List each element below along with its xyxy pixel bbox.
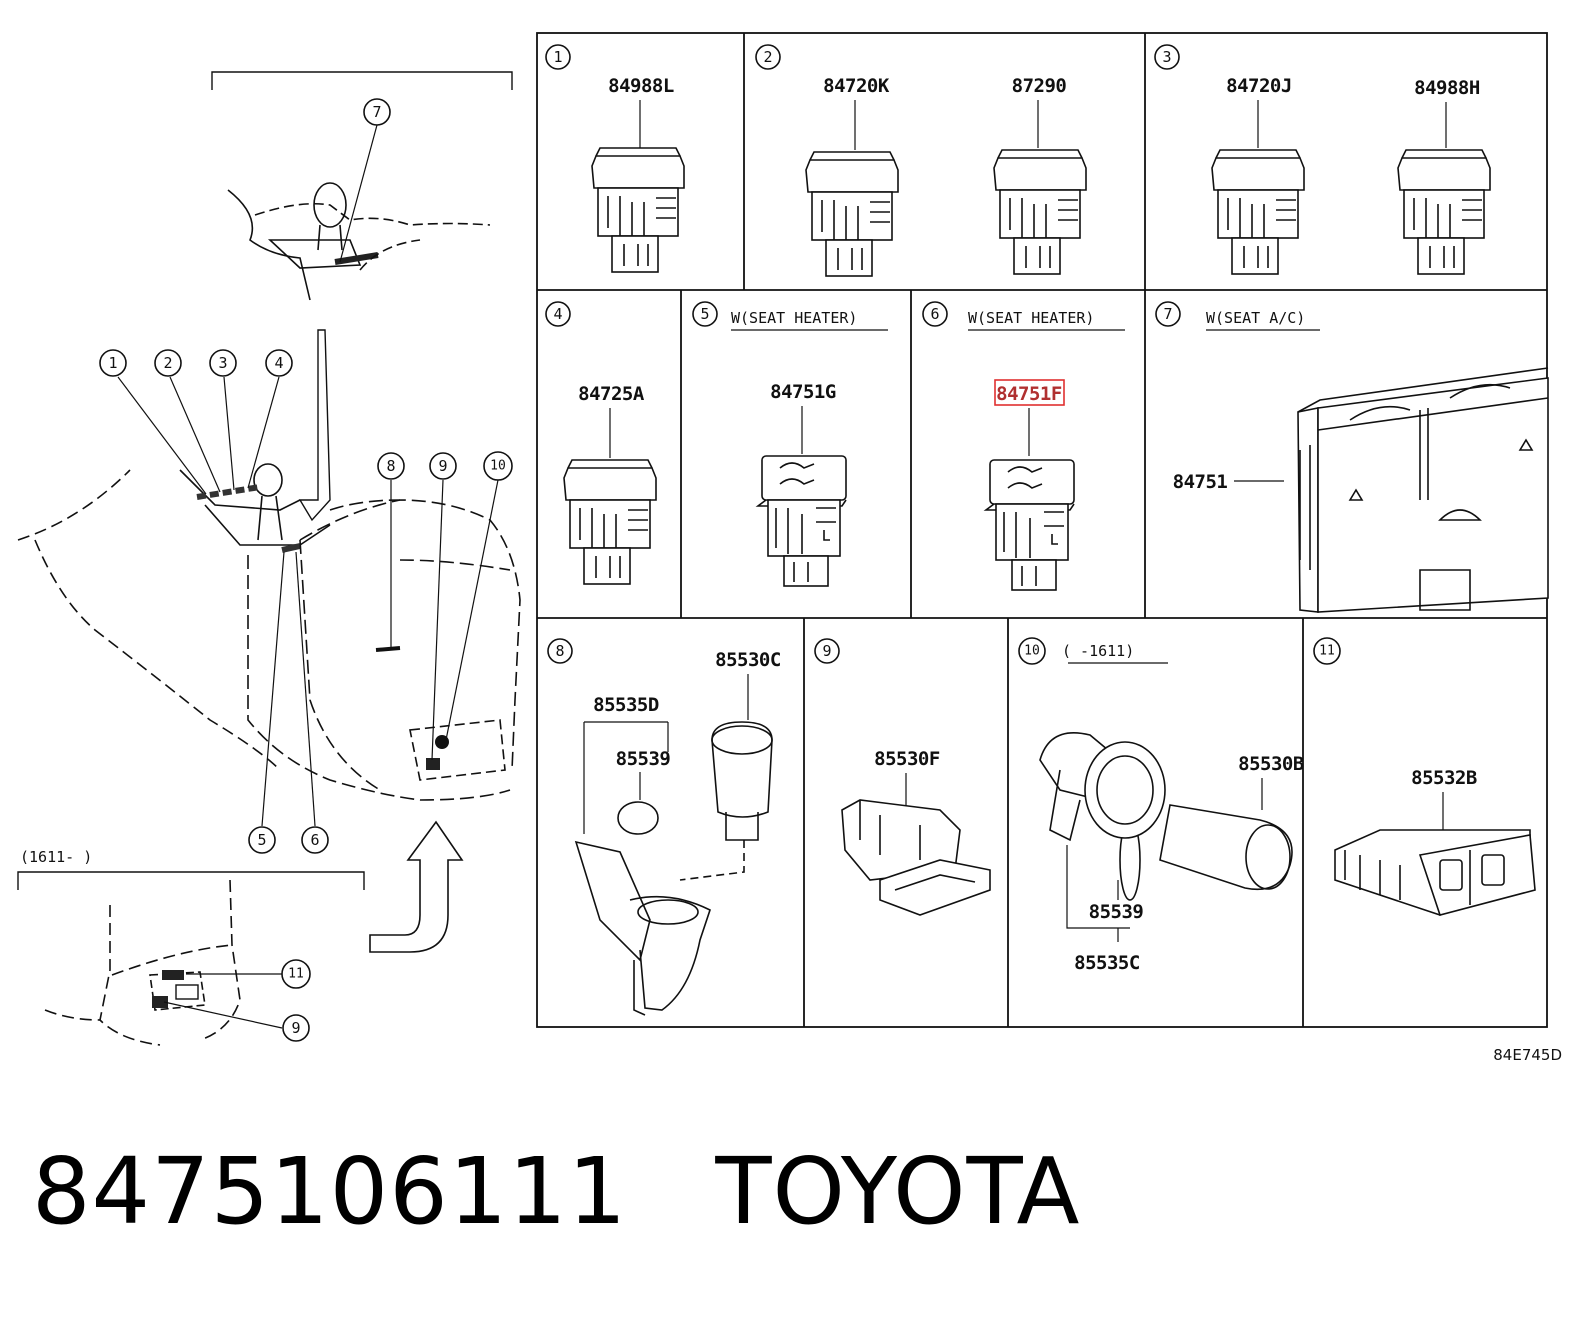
part-label: 85530F [874, 748, 940, 770]
socket-cover-illustration [841, 799, 991, 916]
panel-4: 4 84725A [545, 301, 657, 585]
part-caption: 8475106111 TOYOTA [32, 1138, 1081, 1245]
highlighted-part-label: 84751F [996, 383, 1062, 405]
panel-number: 1 [553, 48, 562, 66]
panel-note: W(SEAT HEATER) [968, 309, 1094, 327]
socket-illustration [574, 721, 773, 1016]
panel-10: 10 ( -1611) 85530B 85539 85535C [1018, 637, 1304, 974]
panel-number: 10 [1024, 644, 1040, 659]
svg-text:1: 1 [108, 354, 117, 372]
panel-6: 6 W(SEAT HEATER) 84751F [922, 301, 1125, 591]
overview-illustration: 7 1 2 3 4 8 9 10 5 6 11 9 (1611- ) [17, 71, 521, 1046]
part-label: 84751G [770, 381, 836, 403]
highlight-box [994, 379, 1065, 406]
overview-callout-4: 4 [265, 349, 293, 377]
part-label: 84720J [1226, 75, 1292, 97]
overview-callout-7: 7 [363, 98, 391, 126]
svg-text:3: 3 [218, 354, 227, 372]
overview-callout-2: 2 [154, 349, 182, 377]
part-label: 85535D [593, 694, 659, 716]
caption-part-number: 8475106111 [32, 1138, 628, 1245]
part-label: 85539 [1089, 901, 1144, 923]
caption-brand: TOYOTA [715, 1138, 1081, 1245]
panel-note: ( -1611) [1062, 642, 1134, 660]
svg-text:4: 4 [274, 354, 283, 372]
part-label: 87290 [1012, 75, 1067, 97]
panel-9: 9 85530F [814, 638, 991, 916]
svg-text:5: 5 [257, 831, 266, 849]
panel-number: 11 [1319, 644, 1335, 659]
panel-8: 8 85530C 85535D 85539 [547, 638, 781, 1016]
part-label: 85532B [1411, 767, 1477, 789]
part-label: 85530C [715, 649, 781, 671]
svg-text:9: 9 [291, 1019, 300, 1037]
svg-text:9: 9 [438, 457, 447, 475]
panel-11: 11 85532B [1313, 637, 1536, 916]
overview-callout-10: 10 [483, 451, 513, 481]
overview-callout-3: 3 [209, 349, 237, 377]
part-label: 84725A [578, 383, 645, 405]
part-label: 84720K [823, 75, 890, 97]
overview-callout-1: 1 [99, 349, 127, 377]
part-label: 84988H [1414, 77, 1480, 99]
diagram-ref: 84E745D [1493, 1046, 1562, 1064]
panel-note: W(SEAT A/C) [1206, 309, 1305, 327]
socket-ring-illustration [1039, 731, 1293, 890]
svg-text:8: 8 [386, 457, 395, 475]
ecu-unit-illustration [1297, 367, 1549, 613]
panel-number: 8 [555, 642, 564, 660]
part-label: 85535C [1074, 952, 1140, 974]
part-label: 84751 [1173, 471, 1228, 493]
usb-charger-illustration [1334, 829, 1536, 916]
panel-number: 6 [930, 305, 939, 323]
panel-number: 5 [700, 305, 709, 323]
overview-callout-6: 6 [301, 826, 329, 854]
part-label: 85530B [1238, 753, 1304, 775]
panel-number: 2 [763, 48, 772, 66]
overview-callout-5: 5 [248, 826, 276, 854]
overview-callout-9: 9 [429, 452, 457, 480]
overview-callout-11: 11 [281, 959, 311, 989]
panel-note: W(SEAT HEATER) [731, 309, 857, 327]
panel-1: 1 84988L [545, 44, 685, 273]
svg-text:7: 7 [372, 103, 381, 121]
overview-callout-8: 8 [377, 452, 405, 480]
panel-number: 4 [553, 305, 562, 323]
panel-number: 9 [822, 642, 831, 660]
panel-number: 7 [1163, 305, 1172, 323]
panel-number: 3 [1162, 48, 1171, 66]
panel-7: 7 W(SEAT A/C) 84751 [1155, 301, 1549, 613]
panel-5: 5 W(SEAT HEATER) 84751G [692, 301, 888, 587]
svg-text:10: 10 [490, 459, 506, 474]
part-label: 85539 [616, 748, 671, 770]
panel-2: 2 84720K 87290 [755, 44, 1087, 277]
inset-label: (1611- ) [20, 848, 92, 866]
svg-text:2: 2 [163, 354, 172, 372]
overview-callout-9b: 9 [282, 1014, 310, 1042]
panel-3: 3 84720J 84988H [1154, 44, 1491, 275]
svg-text:6: 6 [310, 831, 319, 849]
part-label: 84988L [608, 75, 674, 97]
svg-text:11: 11 [288, 967, 304, 982]
